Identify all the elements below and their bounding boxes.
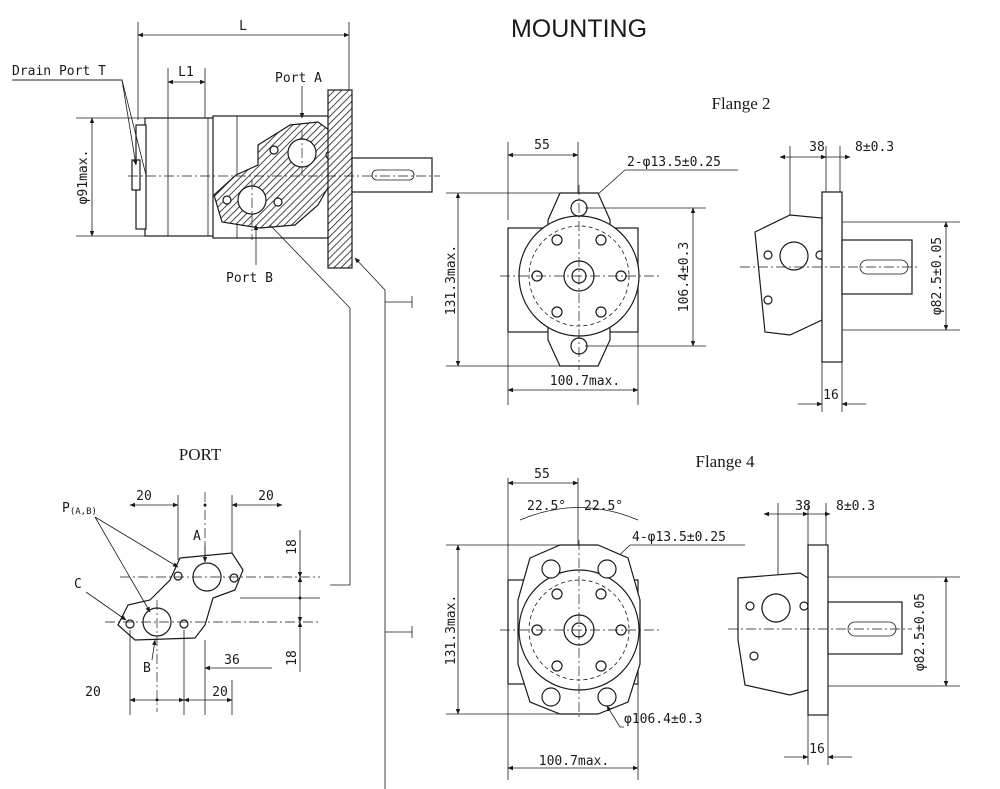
port-title: PORT bbox=[179, 445, 222, 464]
mounting-flange bbox=[327, 89, 353, 269]
motor-housing bbox=[144, 117, 216, 237]
port-dim-bottom-left-20: 20 bbox=[85, 685, 101, 700]
flange-2-dim-38: 38 bbox=[809, 140, 825, 155]
flange-4-dim-55: 55 bbox=[534, 467, 550, 482]
flange-2-title: Flange 2 bbox=[711, 94, 770, 113]
port-b-label: Port B bbox=[226, 271, 273, 286]
port-dim-bottom-right-20: 20 bbox=[212, 685, 228, 700]
flange-4-angle-right: 22.5° bbox=[584, 499, 623, 514]
drain-port-label: Drain Port T bbox=[12, 64, 106, 79]
output-shaft bbox=[351, 157, 433, 193]
flange-4-angle-left: 22.5° bbox=[527, 499, 566, 514]
flange-4-pilot-label: φ82.5±0.05 bbox=[913, 593, 928, 671]
port-dim-right-18-bottom: 18 bbox=[285, 650, 300, 666]
flange-4-mount-hole bbox=[597, 687, 617, 707]
dim-L-label: L bbox=[239, 19, 247, 34]
flange-4-mount-hole bbox=[541, 687, 561, 707]
dim-L1-label: L1 bbox=[178, 65, 194, 80]
flange-2-bolt-circle-label: 106.4±0.3 bbox=[677, 242, 692, 312]
flange-4-dim-38: 38 bbox=[795, 499, 811, 514]
port-dim-top-right-20: 20 bbox=[258, 489, 274, 504]
flange-2-width-max-label: 100.7max. bbox=[550, 374, 620, 389]
port-p-label: P(A,B) bbox=[62, 501, 97, 517]
port-c-label: C bbox=[74, 577, 82, 592]
flange-4-front-view: Flange 4 55 22.5° 22.5° 4-φ13.5±0.25 bbox=[444, 452, 755, 780]
flange-4-side-view: 38 8±0.3 φ82.5±0.05 16 bbox=[728, 499, 960, 765]
flange-4-mount-hole bbox=[541, 559, 561, 579]
port-b-label: B bbox=[143, 661, 151, 676]
flange-2-front-view: Flange 2 55 2-φ13.5±0.25 131.3max. bbox=[444, 94, 771, 405]
port-dim-right-18-top: 18 bbox=[285, 539, 300, 555]
flange-2-holes-label: 2-φ13.5±0.25 bbox=[627, 155, 721, 170]
flange-4-dim-8: 8±0.3 bbox=[836, 499, 875, 514]
port-dim-top-left-20: 20 bbox=[136, 489, 152, 504]
flange-4-title: Flange 4 bbox=[695, 452, 755, 471]
page-title: MOUNTING bbox=[511, 15, 647, 43]
diameter-max-label: φ91max. bbox=[76, 150, 91, 205]
flange-2-dim-55: 55 bbox=[534, 138, 550, 153]
flange-4-dim-16: 16 bbox=[809, 742, 825, 757]
port-detail: PORT 20 20 P(A,B) A C B bbox=[62, 445, 320, 715]
flange-2-side-plate bbox=[821, 191, 843, 363]
flange-2-height-label: 131.3max. bbox=[444, 245, 459, 315]
flange-2-dim-16: 16 bbox=[823, 388, 839, 403]
flange-2-dim-8: 8±0.3 bbox=[855, 140, 894, 155]
flange-4-bolt-circle-label: φ106.4±0.3 bbox=[624, 712, 702, 727]
flange-4-width-max-label: 100.7max. bbox=[539, 754, 609, 769]
port-a-label: A bbox=[193, 529, 201, 544]
flange-4-height-label: 131.3max. bbox=[444, 595, 459, 665]
flange-4-side-plate bbox=[807, 544, 829, 716]
motor-side-view: L L1 φ91max. Drain P bbox=[12, 19, 440, 789]
port-dim-36: 36 bbox=[224, 653, 240, 668]
flange-2-side-view: 38 8±0.3 φ82.5±0.05 16 bbox=[740, 140, 960, 412]
flange-2-pilot-label: φ82.5±0.05 bbox=[930, 237, 945, 315]
flange-4-holes-label: 4-φ13.5±0.25 bbox=[632, 530, 726, 545]
flange-4-mount-hole bbox=[597, 559, 617, 579]
port-a-label: Port A bbox=[275, 71, 322, 86]
